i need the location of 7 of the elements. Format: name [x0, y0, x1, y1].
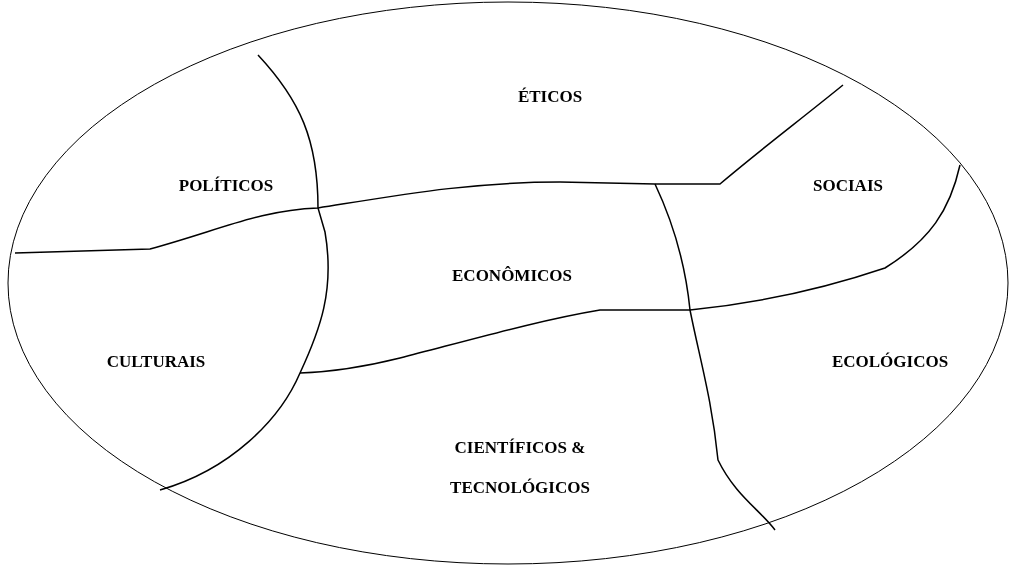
- region-label: ECOLÓGICOS: [831, 342, 949, 382]
- region-label: CIENTÍFICOS & TECNOLÓGICOS: [400, 428, 640, 508]
- region-label: CULTURAIS: [106, 342, 206, 382]
- region-label: SOCIAIS: [813, 166, 883, 206]
- region-label: ÉTICOS: [517, 77, 583, 117]
- region-label: ECONÔMICOS: [452, 256, 572, 296]
- region-label: POLÍTICOS: [178, 166, 274, 206]
